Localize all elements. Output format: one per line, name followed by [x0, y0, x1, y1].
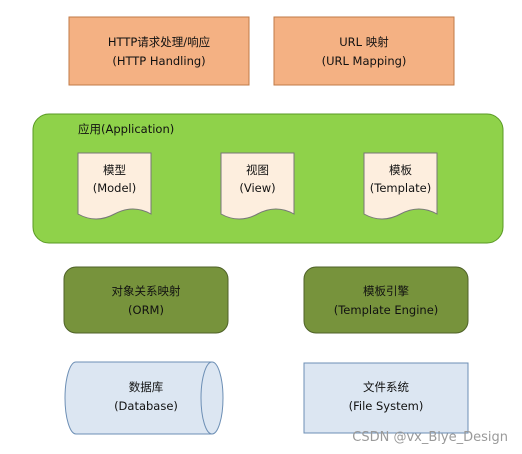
template-engine-box: 模板引擎 (Template Engine) [303, 266, 469, 334]
model-title: 模型 [103, 163, 126, 177]
watermark-text: CSDN @vx_Biye_Design [352, 430, 508, 445]
template-document: 模板 (Template) [363, 152, 438, 220]
template-subtitle: (Template) [370, 181, 431, 195]
database-subtitle: (Database) [114, 399, 178, 413]
http-handling-title: HTTP请求处理/响应 [108, 35, 210, 49]
url-mapping-box: URL 映射 (URL Mapping) [273, 16, 455, 86]
application-label: 应用(Application) [78, 122, 174, 136]
model-document: 模型 (Model) [77, 152, 152, 220]
view-subtitle: (View) [239, 181, 275, 195]
orm-subtitle: (ORM) [128, 303, 164, 317]
database-title: 数据库 [129, 380, 164, 394]
orm-title: 对象关系映射 [112, 284, 181, 298]
template-title: 模板 [389, 163, 412, 177]
file-system-title: 文件系统 [363, 380, 409, 394]
http-handling-box: HTTP请求处理/响应 (HTTP Handling) [68, 16, 250, 86]
orm-box: 对象关系映射 (ORM) [63, 266, 229, 334]
http-handling-subtitle: (HTTP Handling) [112, 54, 205, 68]
file-system-box: 文件系统 (File System) [303, 362, 469, 434]
database-cylinder: 数据库 (Database) [64, 361, 224, 435]
view-title: 视图 [246, 163, 269, 177]
url-mapping-title: URL 映射 [339, 35, 389, 49]
template-engine-title: 模板引擎 [363, 284, 409, 298]
model-subtitle: (Model) [93, 181, 137, 195]
url-mapping-subtitle: (URL Mapping) [322, 54, 407, 68]
template-engine-subtitle: (Template Engine) [334, 303, 439, 317]
application-container: 应用(Application) 模型 (Model) 视图 (View) 模板 … [32, 113, 504, 244]
view-document: 视图 (View) [220, 152, 295, 220]
file-system-subtitle: (File System) [349, 399, 424, 413]
